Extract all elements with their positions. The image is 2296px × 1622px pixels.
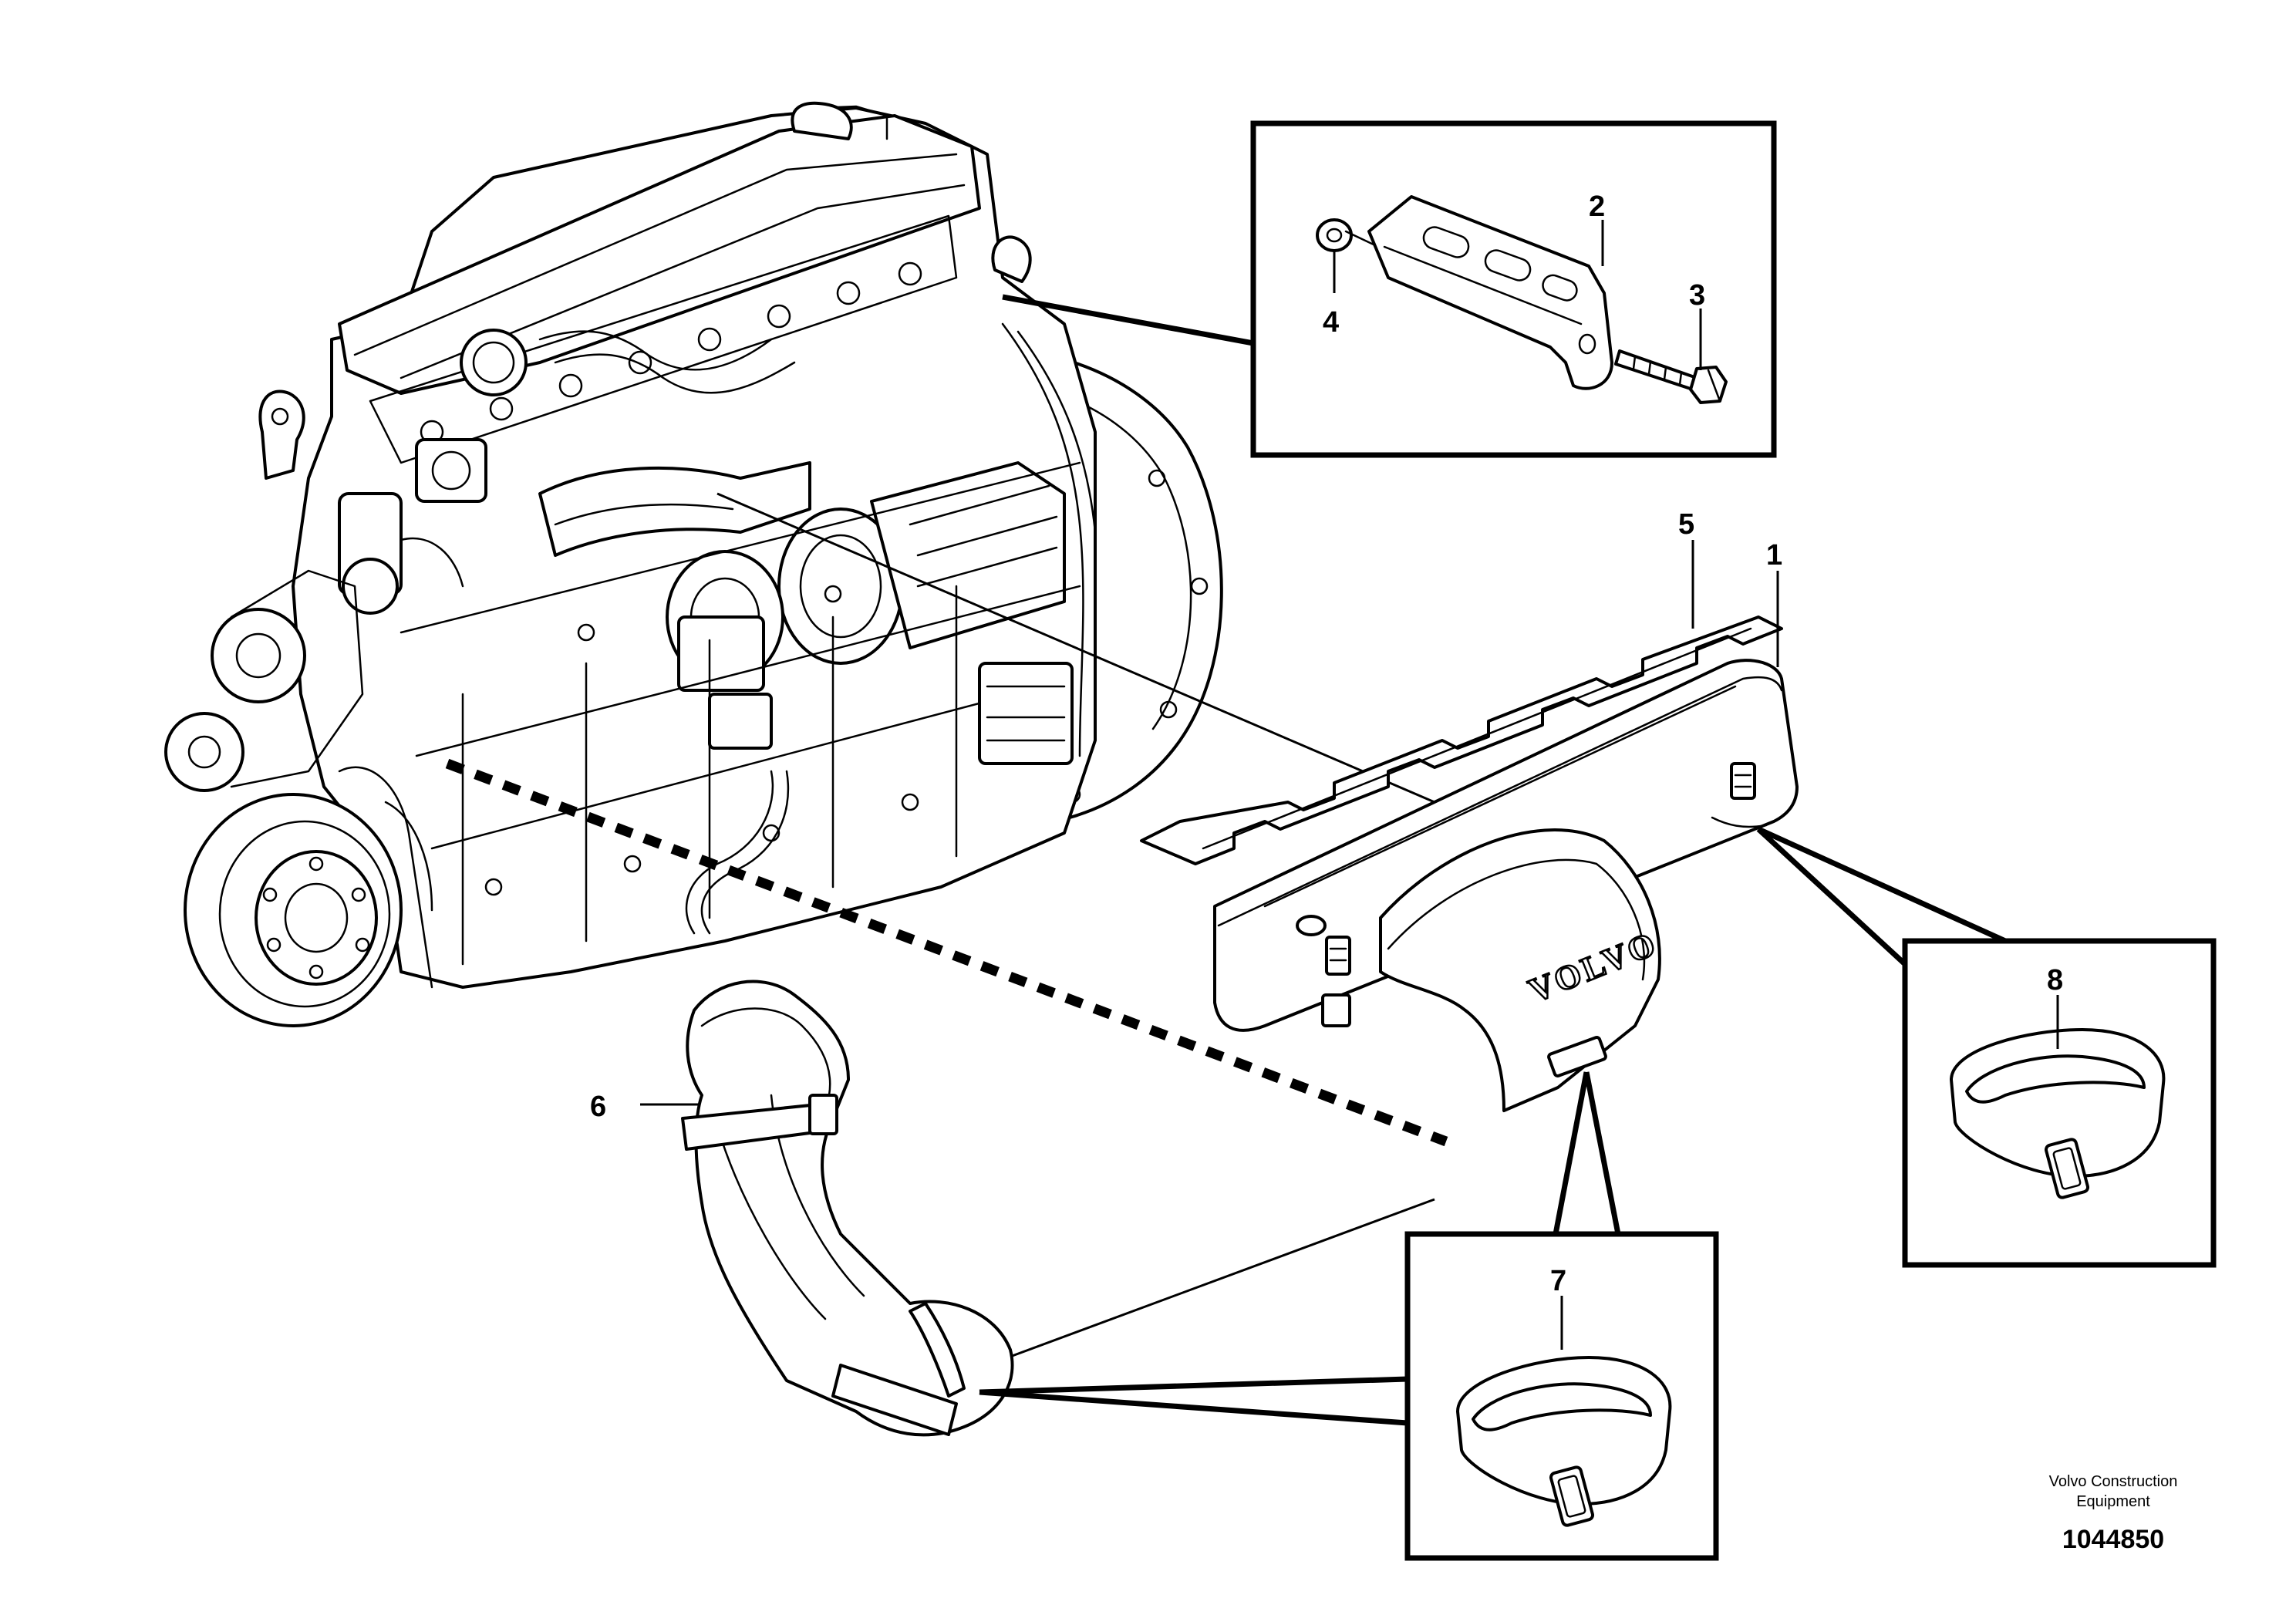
crankshaft-damper xyxy=(184,793,403,1027)
insulation-cover: VOLVO 1 xyxy=(1213,539,1799,1112)
bracket-detail: 2 3 4 xyxy=(1002,120,1777,458)
gasket: 5 xyxy=(1140,508,1783,865)
illustration-number: 1044850 xyxy=(2062,1525,2164,1554)
bracket xyxy=(1367,195,1613,390)
reference-line-cover xyxy=(716,492,1435,804)
callout-number-1: 1 xyxy=(1766,539,1782,572)
footer: Volvo Construction Equipment 1044850 xyxy=(2049,1473,2178,1554)
bolt xyxy=(1614,349,1728,404)
clamp-detail-8: 8 xyxy=(1756,826,2217,1268)
bracket-detail-box xyxy=(1250,120,1777,458)
cover-latches xyxy=(1321,762,1756,1077)
reference-line-hose xyxy=(986,1198,1435,1367)
callout-number-4: 4 xyxy=(1323,306,1339,339)
engine-assembly xyxy=(164,101,1223,1027)
footer-company-line1: Volvo Construction xyxy=(2049,1473,2178,1490)
intake-hose: 6 xyxy=(590,980,1014,1437)
callout-number-2: 2 xyxy=(1589,191,1605,223)
clamp-strap-7 xyxy=(1456,1356,1672,1527)
clamp-detail-7: 7 xyxy=(979,1071,1719,1561)
front-pulleys xyxy=(164,569,364,792)
callout-number-3: 3 xyxy=(1689,279,1705,312)
footer-company-line2: Equipment xyxy=(2076,1493,2150,1510)
callout-number-7: 7 xyxy=(1550,1265,1566,1297)
callout-number-8: 8 xyxy=(2047,964,2063,996)
callout-number-5: 5 xyxy=(1678,508,1694,541)
clamp-strap-8 xyxy=(1950,1028,2166,1199)
washer xyxy=(1316,218,1353,252)
callout-number-6: 6 xyxy=(590,1091,606,1123)
